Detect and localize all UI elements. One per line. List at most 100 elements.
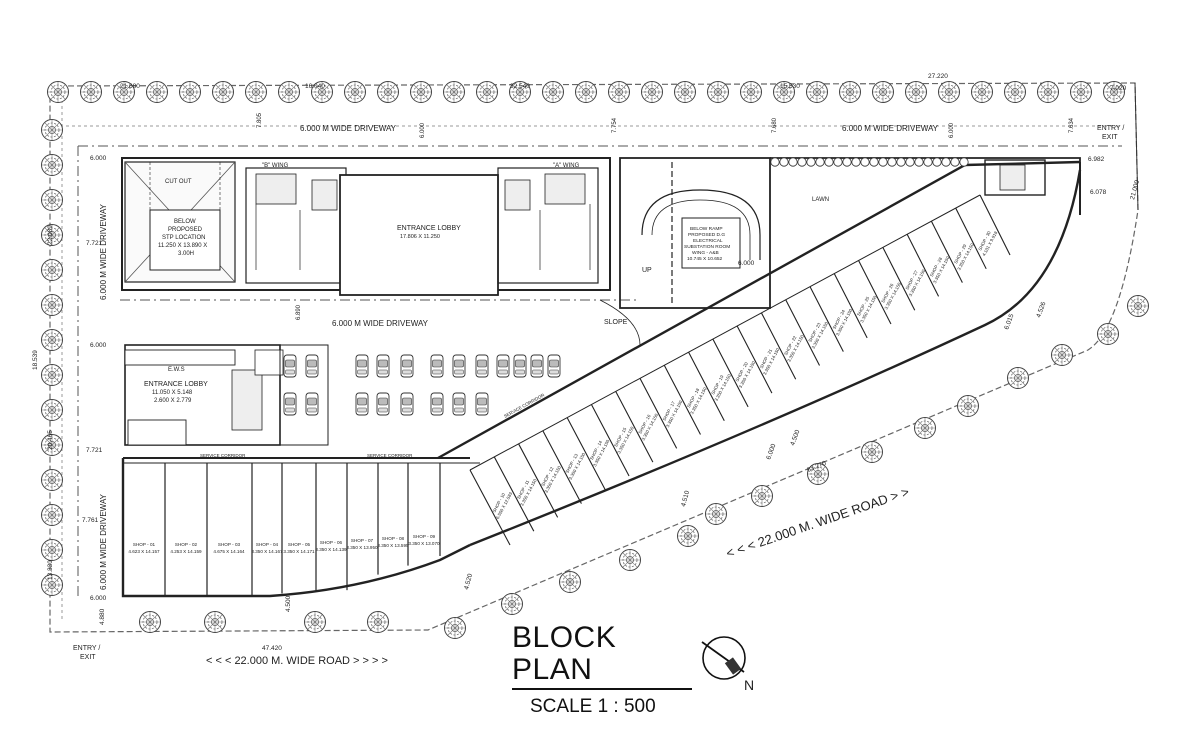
tree-icon [971,81,993,103]
hedge-shrub-icon [788,157,798,167]
shop-wall [493,456,535,532]
stp-line-2: PROPOSED [168,227,203,233]
shop-wall [809,286,844,352]
tree-icon [1127,295,1149,317]
substation-line-5: WING - A&B [692,250,719,256]
shop-size-label: 3.350 X 14.139 [315,547,347,552]
dim-left-f: 20.465 [47,430,54,450]
dim-left-h: 7.761 [82,517,99,524]
tree-icon [501,593,523,615]
car-icon [430,354,444,378]
dim-left-i: 13.330 [47,560,54,580]
stp-line-1: BELOW [174,219,196,225]
dim-right-a: 6.982 [1088,156,1105,163]
wing-b-label: "B" WING [262,163,289,169]
tree-icon [476,81,498,103]
shop-wall [785,299,821,366]
tree-icon [41,399,63,421]
dim-diag-a: 4.526 [1035,301,1047,319]
shop-id-label: SHOP - 09 [413,534,436,539]
tree-icon [861,441,883,463]
tree-icon [1051,344,1073,366]
tree-icon [872,81,894,103]
hedge-shrub-icon [887,157,897,167]
hedge-shrub-icon [914,157,924,167]
shop-id-label: SHOP - 08 [382,536,405,541]
hedge-row [770,157,969,167]
dim-right-c: 21.000 [1129,179,1141,200]
dim-v-c: 7.754 [612,117,618,133]
lobby-left-size-1: 11.050 X 5.148 [152,390,193,396]
exit-label-top-right-2: EXIT [1102,134,1118,141]
shop-id-label: SHOP - 05 [288,542,311,547]
shop-wall [518,443,559,518]
tree-icon [41,329,63,351]
tree-row-top [47,81,1125,103]
cut-out-label: CUT OUT [165,179,192,185]
shop-wall [760,312,797,380]
shop-size-label: 3.350 X 14.171 [283,549,315,554]
car-icon [376,354,390,378]
dim-v-a: 7.805 [257,112,263,128]
tree-icon [278,81,300,103]
tree-icon [139,611,161,633]
car-icon [283,392,297,416]
dim-bottom-c: 4.520 [463,573,474,591]
parking-area [124,344,329,446]
shop-id-label: SHOP - 03 [218,542,241,547]
dim-v-e: 6.000 [949,122,955,138]
tree-icon [245,81,267,103]
tree-row-bottom [139,611,389,633]
tree-row-left [41,119,63,596]
hedge-shrub-icon [806,157,816,167]
stp-line-4: 11.250 X 13.890 X [158,243,207,249]
substation-line-3: ELECTRICAL [693,238,723,244]
tree-icon [938,81,960,103]
service-corridor-label-3: SERVICE CORRIDOR [503,392,546,419]
shop-wall [566,417,606,491]
tree-icon [575,81,597,103]
shop-walls-diagonal [469,194,1011,546]
shop-label-group: SHOP - 113.350 X 14.150 [516,478,538,507]
dim-left-a: 6.000 [90,155,107,162]
dimension-labels: 21.680 16.040 32.540 15.530 27.220 7.020… [32,73,1141,652]
plan-title: BLOCK PLAN [512,622,692,690]
shop-wall [590,404,630,477]
tree-icon [179,81,201,103]
tree-icon [410,81,432,103]
shop-size-label: 3.350 X 13.070 [408,541,440,546]
car-icon [305,392,319,416]
plan-scale: SCALE 1 : 500 [530,696,656,717]
dim-bottom-b: 4.500 [285,595,292,612]
dim-left-b: 7.721 [86,240,103,247]
tree-icon [1070,81,1092,103]
tree-icon [542,81,564,103]
dim-top-d: 15.530 [780,83,800,90]
dim-top-a: 21.680 [120,83,140,90]
car-icon [513,354,527,378]
car-icon [430,392,444,416]
hedge-shrub-icon [842,157,852,167]
driveway-label-left-upper: 6.000 M WIDE DRIVEWAY [99,203,108,300]
north-arrow-icon [701,636,746,680]
shop-label-group: SHOP - 123.350 X 14.150 [540,465,562,494]
tree-icon [905,81,927,103]
tree-icon [957,395,979,417]
ramp-area [599,157,771,346]
dim-bottom-a: 47.420 [262,645,282,652]
tree-icon [146,81,168,103]
driveway-label-left-lower: 6.000 M WIDE DRIVEWAY [99,493,108,590]
hedge-shrub-icon [833,157,843,167]
shop-wall [882,247,916,311]
hedge-shrub-icon [797,157,807,167]
tree-icon [377,81,399,103]
tree-icon [204,611,226,633]
dim-diag-c: 4.500 [789,429,801,447]
plot-boundary [49,82,1139,633]
shop-size-label: 3.350 X 14.167 [251,549,283,554]
hedge-shrub-icon [905,157,915,167]
shop-id-label: SHOP - 01 [133,542,156,547]
dim-left-e: 6.000 [90,342,107,349]
tree-icon [41,294,63,316]
